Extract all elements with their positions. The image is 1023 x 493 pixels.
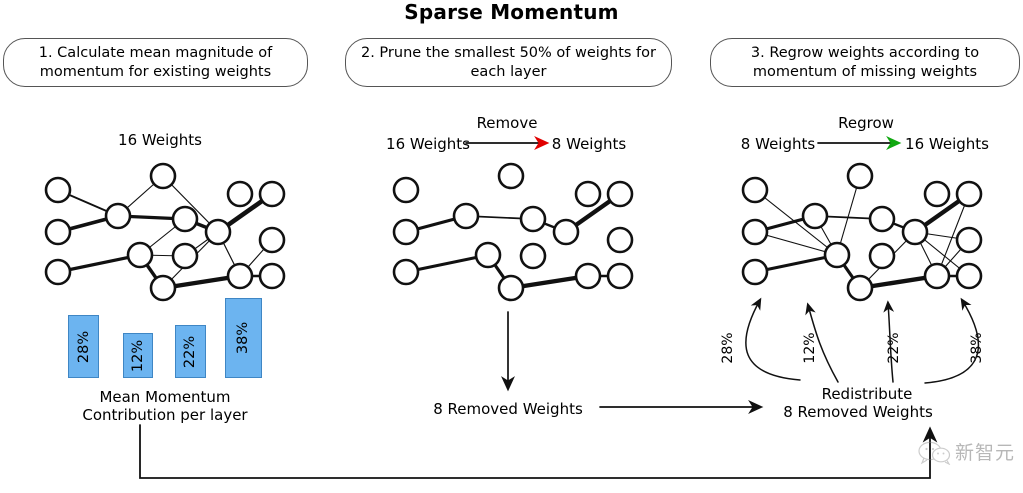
step-box-1: 1. Calculate mean magnitude of momentum …	[3, 38, 308, 87]
panel2-nodes	[392, 162, 634, 302]
step-box-3: 3. Regrow weights according to momentum …	[710, 38, 1020, 87]
bar-layer-4	[225, 298, 262, 378]
step-box-3-label: 3. Regrow weights according to momentum …	[750, 45, 980, 80]
remove-verb-label: Remove	[476, 114, 538, 132]
feedback-loop-arrow	[139, 424, 938, 479]
bars-caption-line-2: Contribution per layer	[82, 406, 248, 424]
panel1-network-caption: 16 Weights	[118, 131, 202, 149]
regrow-verb-label: Regrow	[838, 114, 894, 132]
regrow-from-label: 8 Weights	[740, 135, 816, 153]
remove-from-label: 16 Weights	[386, 135, 470, 153]
panel3-nodes	[741, 162, 983, 302]
redistribute-line-2: 8 Removed Weights	[783, 403, 933, 421]
redistribute-arrows	[745, 297, 980, 384]
bar-layer-2	[123, 333, 153, 378]
watermark-text: 新智元	[954, 442, 1015, 464]
bar-layer-1	[68, 315, 99, 378]
step-box-1-label: 1. Calculate mean magnitude of momentum …	[38, 45, 273, 80]
redistribute-line-1: Redistribute	[821, 385, 913, 403]
panel1-nodes	[44, 162, 286, 302]
removed-weights-label: 8 Removed Weights	[433, 400, 583, 418]
page-title: Sparse Momentum	[404, 0, 619, 24]
bars-caption-line-1: Mean Momentum	[99, 388, 231, 406]
bar-layer-3	[175, 325, 206, 378]
regrow-to-label: 16 Weights	[905, 135, 989, 153]
step-box-2-label: 2. Prune the smallest 50% of weights for…	[360, 45, 656, 80]
step-box-2: 2. Prune the smallest 50% of weights for…	[345, 38, 672, 87]
watermark: 新智元	[918, 438, 1015, 465]
remove-to-label: 8 Weights	[551, 135, 627, 153]
wechat-icon	[918, 441, 951, 465]
